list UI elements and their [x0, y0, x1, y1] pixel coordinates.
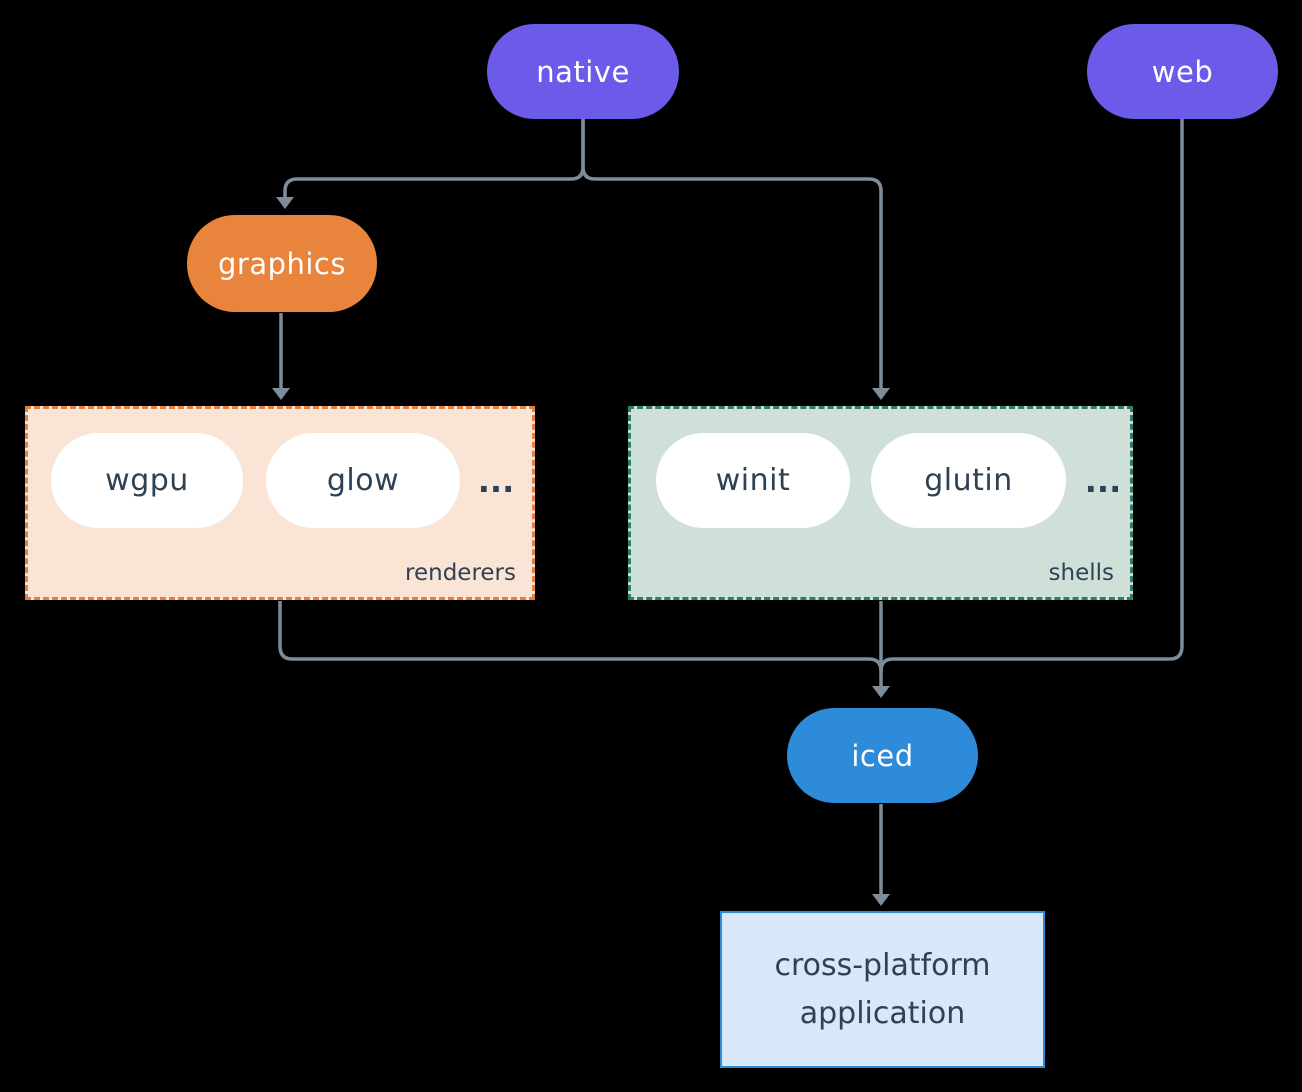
- node-iced: iced: [787, 708, 978, 803]
- group-renderers: wgpu glow ... renderers: [25, 406, 535, 600]
- arrowhead-application: [872, 894, 890, 906]
- group-shells: winit glutin ... shells: [628, 406, 1133, 600]
- application-label-line1: cross-platform: [774, 947, 991, 983]
- node-web-label: web: [1151, 54, 1214, 89]
- connector-native-shells: [581, 119, 883, 388]
- shells-group-label: shells: [1048, 560, 1114, 586]
- application-label-line2: application: [799, 995, 966, 1031]
- node-wgpu-label: wgpu: [105, 463, 189, 498]
- node-iced-label: iced: [851, 738, 914, 773]
- node-glow-label: glow: [326, 463, 400, 498]
- shells-ellipsis: ...: [1084, 461, 1122, 500]
- arrowhead-renderers: [272, 388, 290, 400]
- node-glutin-label: glutin: [924, 463, 1013, 498]
- renderers-group-label: renderers: [405, 560, 516, 586]
- renderers-ellipsis: ...: [477, 461, 515, 500]
- node-web: web: [1087, 24, 1278, 119]
- arrowhead-graphics: [276, 197, 294, 209]
- connector-renderers-iced: [278, 601, 883, 672]
- arrowhead-shells: [872, 388, 890, 400]
- node-glow: glow: [266, 433, 460, 528]
- connector-native-graphics: [283, 119, 585, 198]
- node-graphics: graphics: [187, 215, 377, 312]
- node-cross-platform-application: cross-platform application: [720, 911, 1045, 1068]
- node-glutin: glutin: [871, 433, 1066, 528]
- node-winit-label: winit: [715, 463, 791, 498]
- node-wgpu: wgpu: [51, 433, 243, 528]
- node-native: native: [487, 24, 679, 119]
- node-graphics-label: graphics: [217, 246, 346, 281]
- arrowhead-iced: [872, 686, 890, 698]
- node-winit: winit: [656, 433, 850, 528]
- node-native-label: native: [536, 54, 630, 89]
